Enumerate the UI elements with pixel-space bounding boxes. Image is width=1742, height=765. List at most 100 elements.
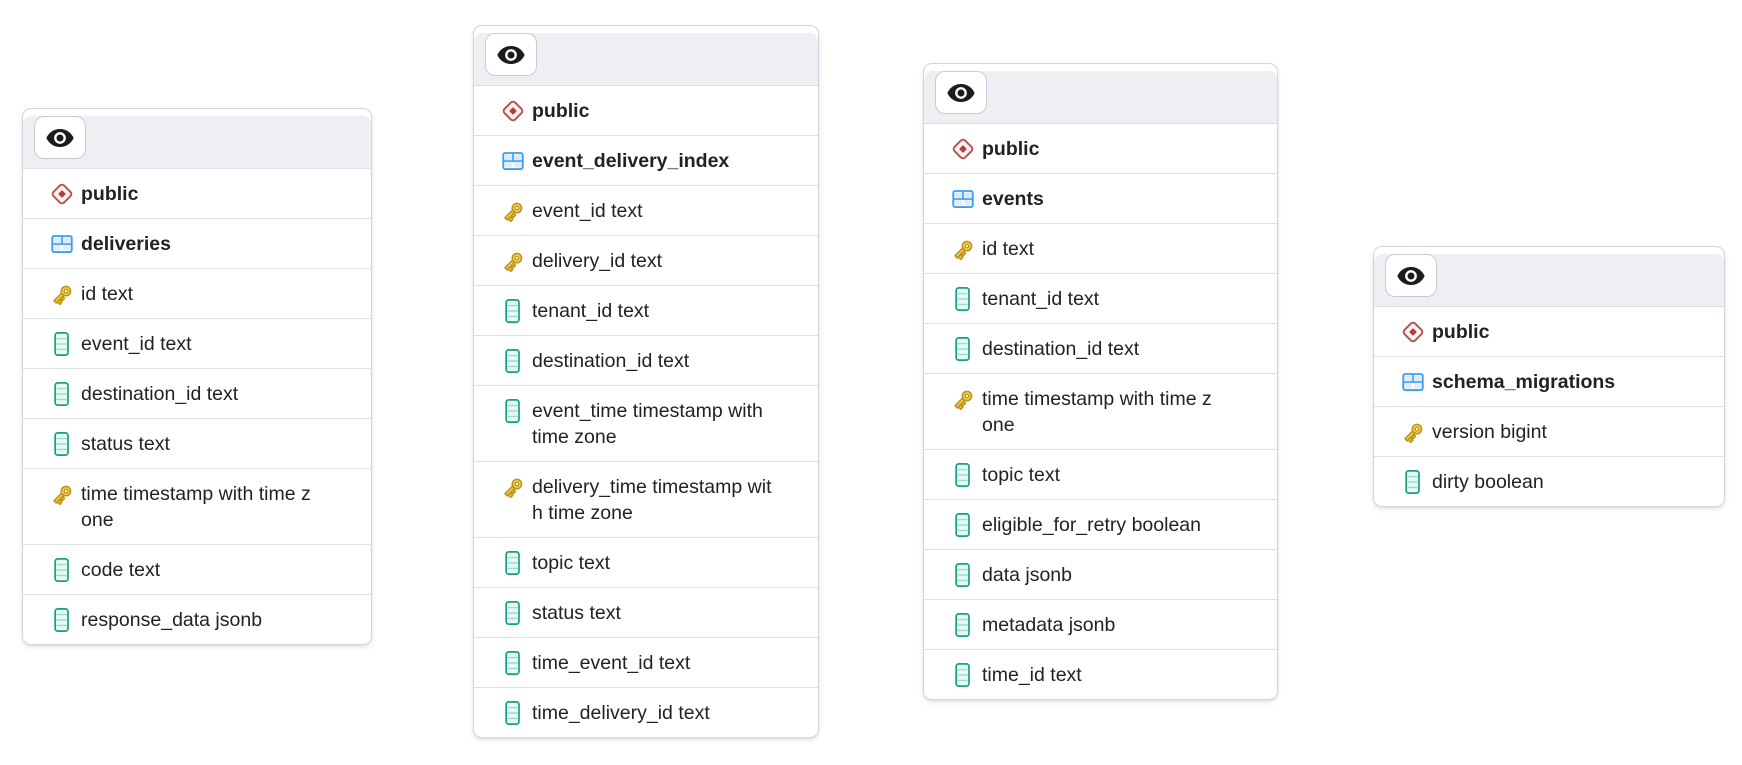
column-row: time timestamp with time z one bbox=[23, 468, 371, 544]
table-card-header bbox=[23, 116, 371, 169]
column-row-label: eligible_for_retry boolean bbox=[982, 514, 1201, 536]
column-row-label: event_id text bbox=[532, 200, 643, 222]
table-name-row: event_delivery_index bbox=[474, 135, 818, 185]
eye-icon bbox=[1394, 261, 1428, 291]
key-icon bbox=[498, 248, 528, 274]
column-row: id text bbox=[924, 223, 1277, 273]
table-card-header bbox=[1374, 254, 1724, 307]
column-row: event_id text bbox=[474, 185, 818, 235]
column-row-label: time timestamp with time z one bbox=[81, 483, 311, 531]
table-card-event_delivery_index[interactable]: public event_delivery_index event_id tex… bbox=[473, 25, 819, 738]
table-name-row: schema_migrations bbox=[1374, 356, 1724, 406]
column-row-label: delivery_time timestamp wit h time zone bbox=[532, 476, 772, 524]
table-card-header bbox=[924, 71, 1277, 124]
column-row-label: destination_id text bbox=[982, 338, 1140, 360]
table-rows: public deliveries id text event_id text … bbox=[23, 169, 371, 644]
column-row: version bigint bbox=[1374, 406, 1724, 456]
table-rows: public events id text tenant_id text des… bbox=[924, 124, 1277, 699]
column-row: topic text bbox=[924, 449, 1277, 499]
column-row-label: destination_id text bbox=[81, 383, 239, 405]
column-row-label: topic text bbox=[982, 464, 1061, 486]
table-card-header bbox=[474, 33, 818, 86]
eye-icon bbox=[494, 40, 528, 70]
column-row-label: dirty boolean bbox=[1432, 471, 1544, 493]
column-row-label: time_delivery_id text bbox=[532, 702, 710, 724]
column-row: destination_id text bbox=[23, 368, 371, 418]
column-row-label: time_id text bbox=[982, 664, 1082, 686]
column-row-label: version bigint bbox=[1432, 421, 1547, 443]
table-card-deliveries[interactable]: public deliveries id text event_id text … bbox=[22, 108, 372, 645]
column-row: dirty boolean bbox=[1374, 456, 1724, 506]
schema-row-label: public bbox=[532, 100, 590, 122]
column-row-label: event_time timestamp with time zone bbox=[532, 400, 763, 448]
column-icon bbox=[948, 462, 978, 488]
column-row-label: status text bbox=[81, 433, 170, 455]
key-icon bbox=[498, 198, 528, 224]
column-icon bbox=[47, 381, 77, 407]
column-row-label: response_data jsonb bbox=[81, 609, 263, 631]
column-icon bbox=[498, 650, 528, 676]
table-card-events[interactable]: public events id text tenant_id text des… bbox=[923, 63, 1278, 700]
visibility-toggle-button[interactable] bbox=[485, 33, 537, 76]
column-row-label: code text bbox=[81, 559, 161, 581]
column-row-label: status text bbox=[532, 602, 621, 624]
column-row: id text bbox=[23, 268, 371, 318]
column-row: time timestamp with time z one bbox=[924, 373, 1277, 449]
column-row: tenant_id text bbox=[474, 285, 818, 335]
schema-icon bbox=[47, 181, 77, 207]
column-row: time_delivery_id text bbox=[474, 687, 818, 737]
column-row-label: event_id text bbox=[81, 333, 192, 355]
column-row-label: time_event_id text bbox=[532, 652, 691, 674]
table-name-row-label: deliveries bbox=[81, 233, 171, 255]
column-row: destination_id text bbox=[474, 335, 818, 385]
column-icon bbox=[498, 398, 528, 424]
table-name-row: events bbox=[924, 173, 1277, 223]
column-row: tenant_id text bbox=[924, 273, 1277, 323]
column-row-label: id text bbox=[982, 238, 1035, 260]
column-icon bbox=[948, 286, 978, 312]
table-card-schema_migrations[interactable]: public schema_migrations version bigint … bbox=[1373, 246, 1725, 507]
column-icon bbox=[948, 662, 978, 688]
key-icon bbox=[47, 481, 77, 507]
column-row: code text bbox=[23, 544, 371, 594]
schema-icon bbox=[498, 98, 528, 124]
key-icon bbox=[948, 386, 978, 412]
column-row: delivery_time timestamp wit h time zone bbox=[474, 461, 818, 537]
table-rows: public schema_migrations version bigint … bbox=[1374, 307, 1724, 506]
visibility-toggle-button[interactable] bbox=[1385, 254, 1437, 297]
table-rows: public event_delivery_index event_id tex… bbox=[474, 86, 818, 737]
column-icon bbox=[498, 298, 528, 324]
schema-icon bbox=[1398, 319, 1428, 345]
column-row-label: id text bbox=[81, 283, 134, 305]
column-row: destination_id text bbox=[924, 323, 1277, 373]
column-row: time_event_id text bbox=[474, 637, 818, 687]
schema-row-label: public bbox=[1432, 321, 1490, 343]
column-row-label: tenant_id text bbox=[982, 288, 1100, 310]
column-icon bbox=[47, 431, 77, 457]
key-icon bbox=[498, 474, 528, 500]
schema-icon bbox=[948, 136, 978, 162]
column-icon bbox=[498, 348, 528, 374]
key-icon bbox=[47, 281, 77, 307]
visibility-toggle-button[interactable] bbox=[935, 71, 987, 114]
schema-row: public bbox=[924, 124, 1277, 173]
column-row: time_id text bbox=[924, 649, 1277, 699]
column-row-label: tenant_id text bbox=[532, 300, 650, 322]
column-row: data jsonb bbox=[924, 549, 1277, 599]
column-row: event_id text bbox=[23, 318, 371, 368]
column-row-label: destination_id text bbox=[532, 350, 690, 372]
column-icon bbox=[47, 557, 77, 583]
column-row: metadata jsonb bbox=[924, 599, 1277, 649]
table-icon bbox=[47, 231, 77, 257]
table-name-row: deliveries bbox=[23, 218, 371, 268]
table-name-row-label: events bbox=[982, 188, 1044, 210]
table-icon bbox=[1398, 369, 1428, 395]
column-row: event_time timestamp with time zone bbox=[474, 385, 818, 461]
schema-row-label: public bbox=[982, 138, 1040, 160]
column-icon bbox=[47, 607, 77, 633]
column-icon bbox=[498, 550, 528, 576]
schema-row: public bbox=[23, 169, 371, 218]
eye-icon bbox=[43, 123, 77, 153]
visibility-toggle-button[interactable] bbox=[34, 116, 86, 159]
column-row-label: metadata jsonb bbox=[982, 614, 1116, 636]
